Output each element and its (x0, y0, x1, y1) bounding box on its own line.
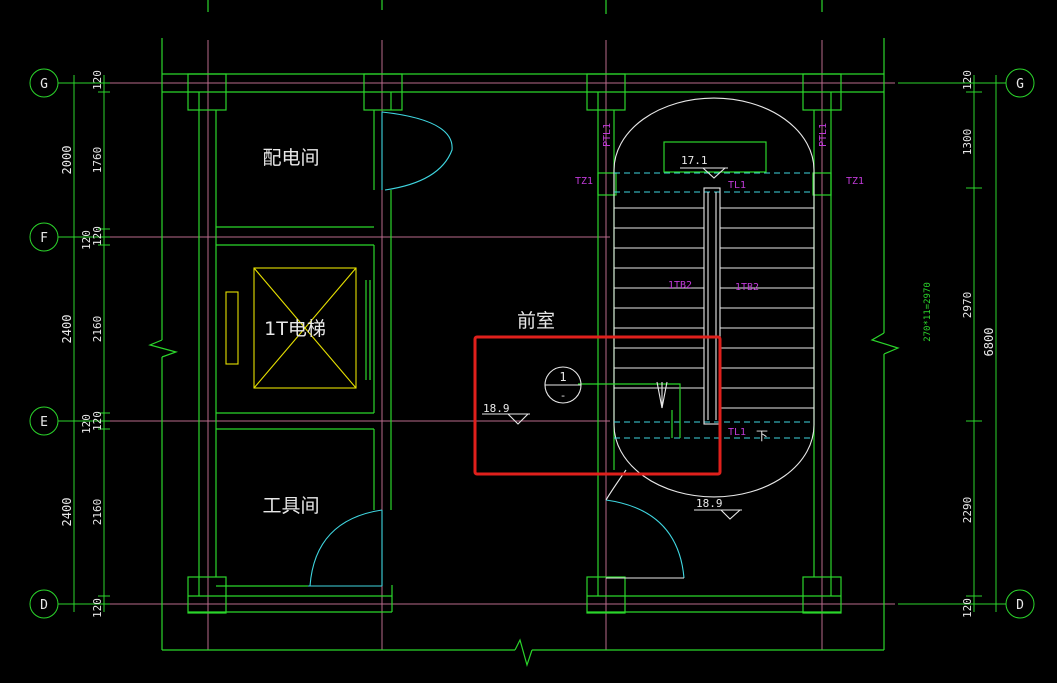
room-label-power-room: 配电间 (262, 147, 319, 169)
svg-text:D: D (40, 598, 48, 613)
elevation-marker-landing: 17.1 (680, 154, 728, 179)
svg-text:18.9: 18.9 (696, 497, 723, 510)
svg-text:120: 120 (91, 226, 104, 246)
svg-text:1300: 1300 (961, 129, 974, 156)
svg-text:120: 120 (80, 414, 93, 434)
left-dimensions: 2000 2400 2400 120 1760 120 2160 120 216… (60, 70, 110, 618)
svg-text:G: G (40, 77, 48, 92)
label-tz1-left: TZ1 (575, 176, 593, 187)
svg-text:120: 120 (961, 70, 974, 90)
svg-text:120: 120 (91, 411, 104, 431)
svg-text:-: - (560, 389, 567, 402)
label-tz1-right: TZ1 (846, 176, 864, 187)
axis-lines (60, 40, 895, 650)
svg-text:D: D (1016, 598, 1024, 613)
svg-text:2400: 2400 (60, 498, 74, 527)
elevator-shaft (225, 267, 357, 389)
svg-text:2290: 2290 (961, 497, 974, 524)
elevation-marker-front-room: 18.9 (482, 402, 530, 425)
stair-core (578, 92, 832, 596)
svg-text:17.1: 17.1 (681, 154, 708, 167)
svg-text:2160: 2160 (91, 316, 104, 343)
svg-text:2400: 2400 (60, 315, 74, 344)
svg-text:F: F (40, 231, 48, 246)
axis-bubble-e-left: E (29, 406, 70, 436)
right-dimensions: 120 1300 2970 2290 120 6800 270*11=2970 (898, 70, 1004, 618)
label-ptl1-left: PTL1 (602, 123, 613, 147)
svg-text:E: E (40, 415, 48, 430)
label-1tb2-left: 1TB2 (668, 280, 692, 291)
axis-bubble-g-left: G (29, 68, 70, 98)
door-stair (605, 469, 685, 579)
door-power-room (381, 111, 453, 191)
svg-text:1760: 1760 (91, 147, 104, 174)
svg-text:120: 120 (80, 230, 93, 250)
elevation-marker-bottom: 18.9 (694, 497, 742, 520)
room-label-tool-room: 工具间 (262, 495, 319, 517)
label-ptl1-right: PTL1 (818, 123, 829, 147)
room-label-front-room: 前室 (517, 310, 555, 332)
svg-text:270*11=2970: 270*11=2970 (923, 282, 933, 342)
axis-bubble-d-left: D (29, 589, 70, 619)
door-tool-room (308, 509, 383, 587)
svg-text:18.9: 18.9 (483, 402, 510, 415)
svg-text:6800: 6800 (982, 328, 996, 357)
svg-text:120: 120 (91, 598, 104, 618)
svg-text:120: 120 (961, 598, 974, 618)
label-tl1-top: TL1 (728, 180, 746, 191)
svg-text:G: G (1016, 77, 1024, 92)
section-symbol: 1 - (544, 366, 582, 404)
left-rooms-walls (198, 92, 392, 596)
svg-text:120: 120 (91, 70, 104, 90)
label-1tb2-right: 1TB2 (735, 282, 759, 293)
svg-text:2160: 2160 (91, 499, 104, 526)
label-down-arrow: 下 (756, 429, 768, 443)
room-label-elevator: 1T电梯 (264, 318, 326, 340)
top-wall (162, 73, 884, 111)
svg-text:1: 1 (559, 370, 566, 384)
bottom-wall (187, 576, 842, 614)
outer-walls (148, 0, 900, 668)
label-tl1-bottom: TL1 (728, 427, 746, 438)
highlight-box (473, 335, 722, 476)
svg-text:2000: 2000 (60, 146, 74, 175)
axis-bubble-f-left: F (29, 222, 70, 252)
svg-text:2970: 2970 (961, 292, 974, 319)
